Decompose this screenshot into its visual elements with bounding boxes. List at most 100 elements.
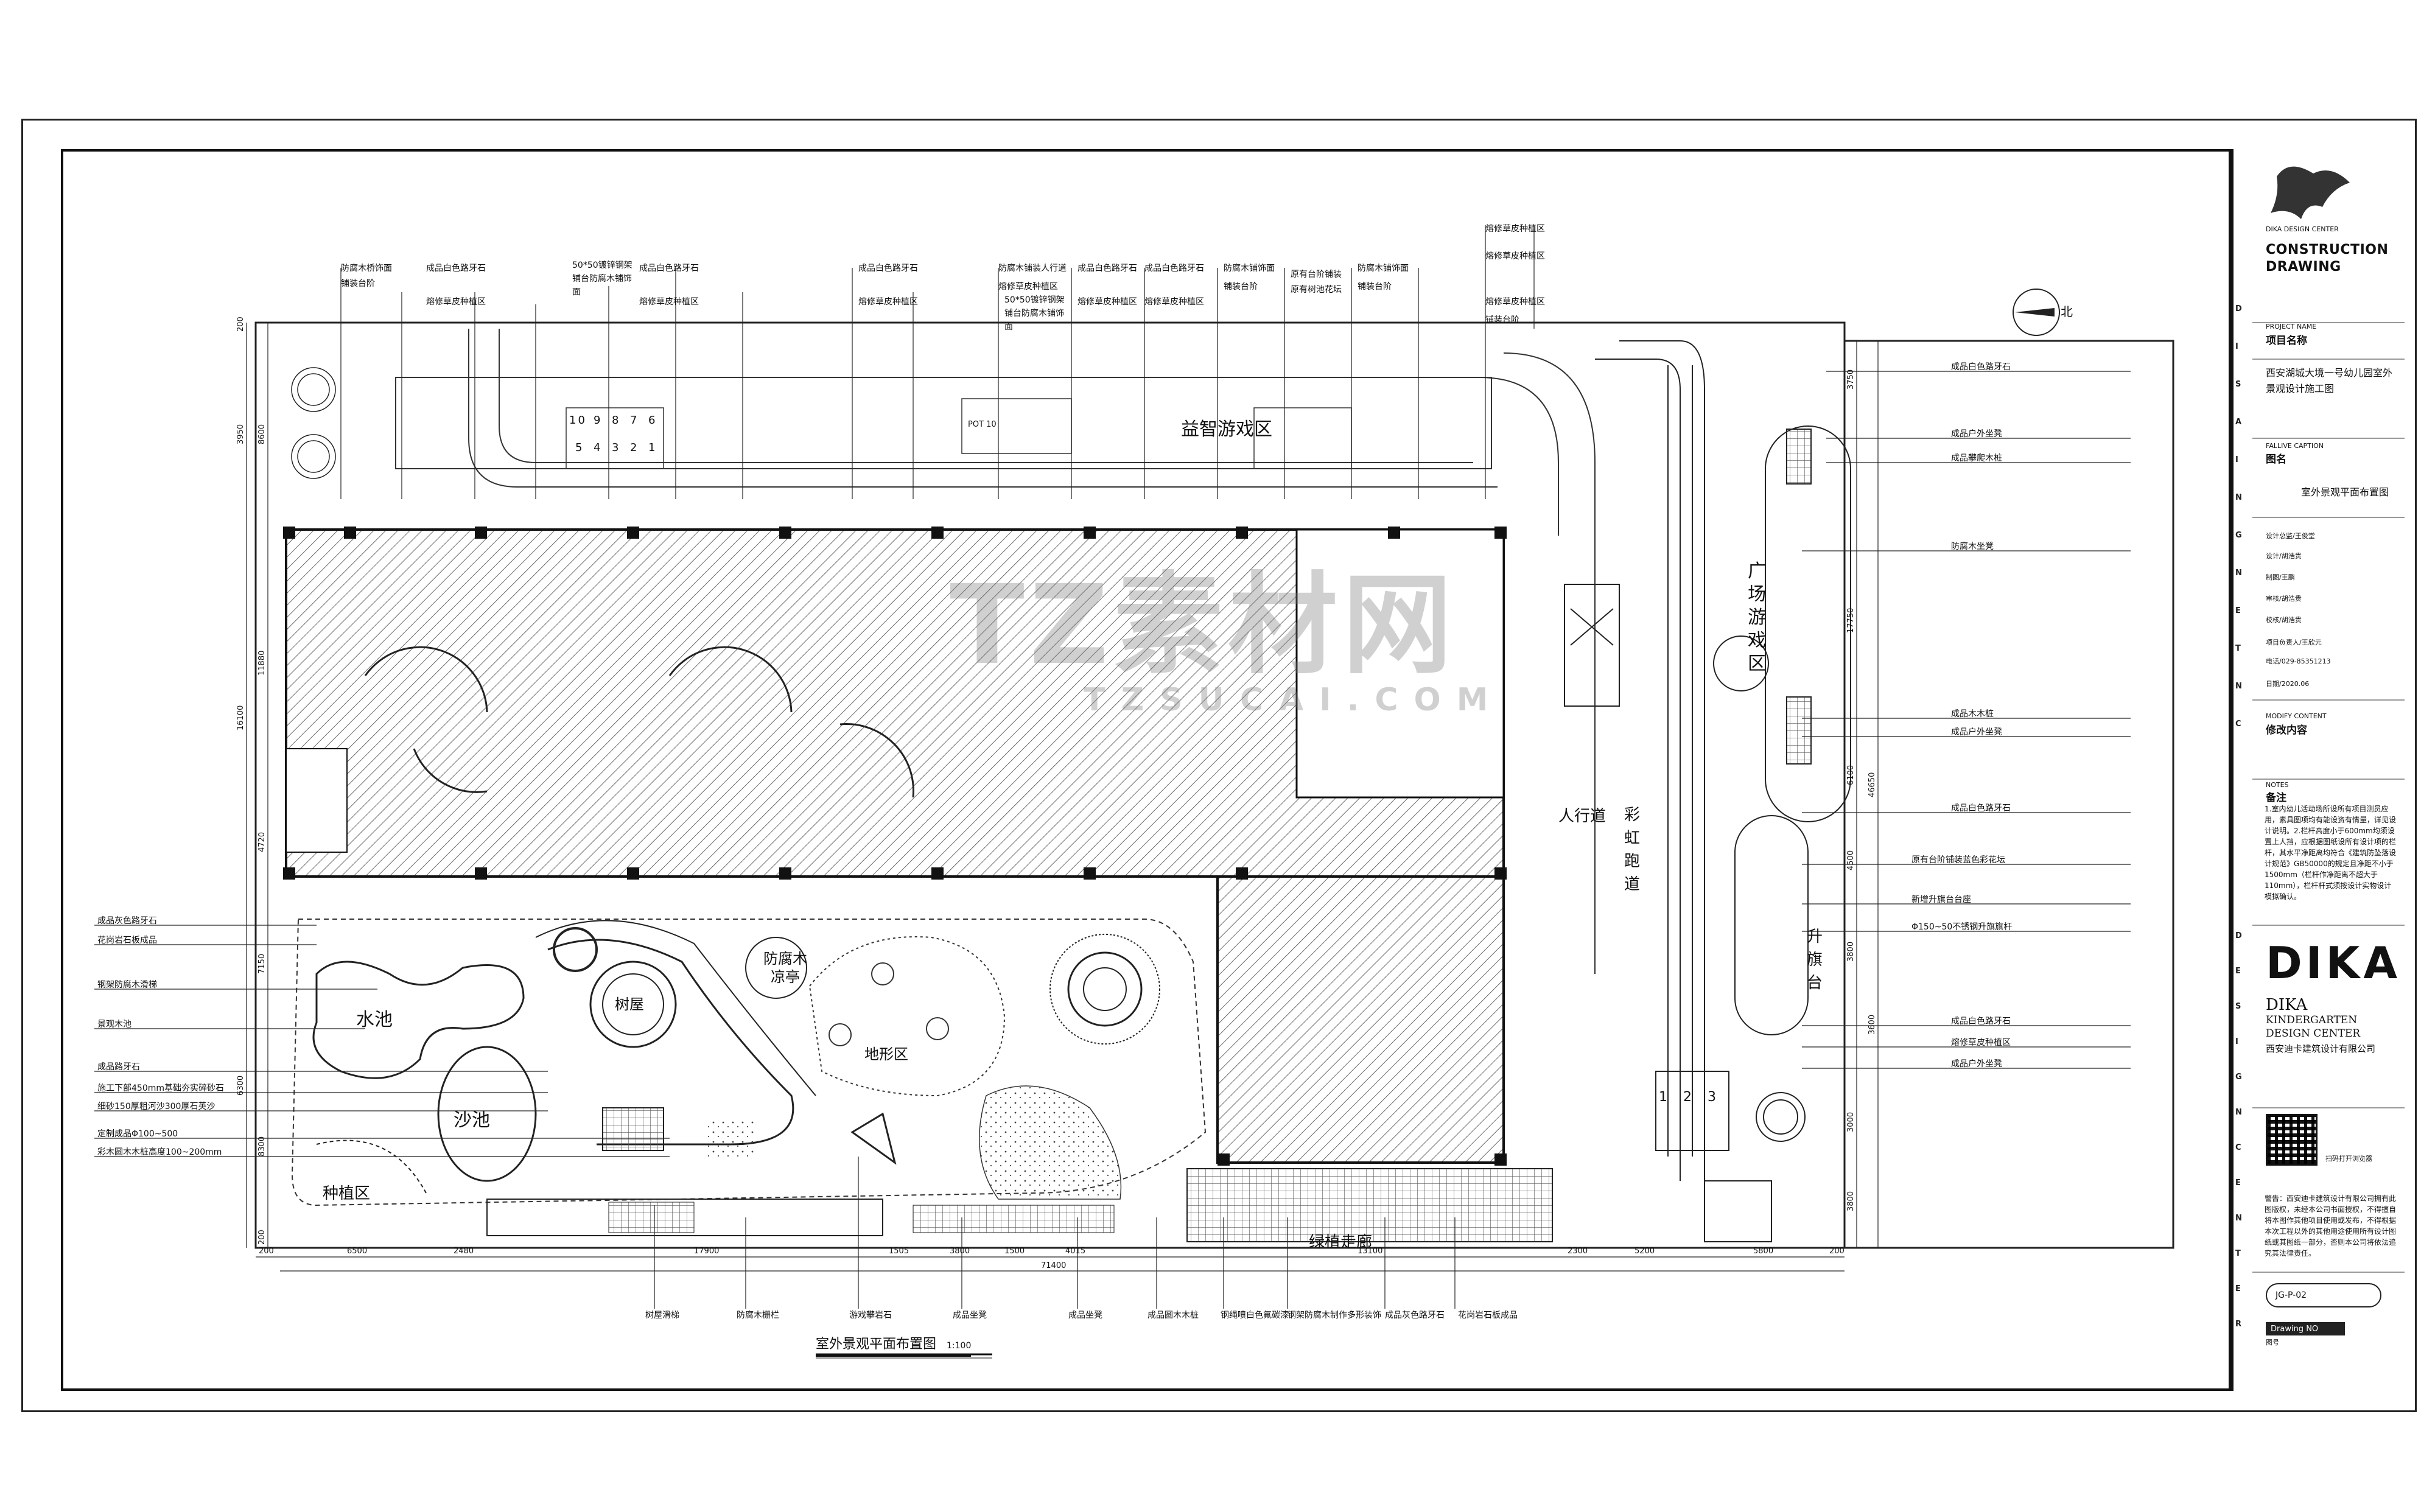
tb-staff-4: 审核/胡浩贵 (2266, 595, 2302, 603)
top-label-20: 原有树池花坛 (1291, 285, 1342, 295)
dim-left-1: 200 (236, 317, 245, 332)
qr-code (2266, 1114, 2318, 1166)
right-label-10: Φ150~50不锈钢升旗旗杆 (1911, 922, 2013, 932)
stair-num-4: 7 (630, 414, 637, 427)
sheet-outer-border (21, 119, 2417, 1412)
side-letter: N (2235, 1214, 2242, 1223)
dim-right-5: 3800 (1846, 941, 1855, 962)
left-label-1: 成品灰色路牙石 (97, 916, 157, 926)
side-letter: E (2235, 967, 2241, 976)
side-letter: N (2235, 493, 2242, 502)
tb-caption-en: FALLIVE CAPTION (2266, 442, 2324, 450)
side-letter: R (2235, 1320, 2242, 1329)
zone-flag-platform: 升旗台 (1806, 928, 1823, 992)
side-letter: T (2235, 1249, 2241, 1258)
dim-left-2: 3950 (236, 424, 245, 444)
top-label-25: 熔修草皮种植区 (1485, 297, 1545, 307)
zone-sand-pit: 沙池 (454, 1110, 490, 1131)
dim-bottom-7: 4015 (1065, 1247, 1086, 1256)
green-corridor (1186, 1168, 1553, 1242)
zone-rainbow-track: 彩虹跑道 (1624, 806, 1640, 894)
side-letter: C (2235, 719, 2241, 729)
bottom-label-8: 钢架防腐木制作多形装饰 (1288, 1311, 1381, 1320)
top-label-17: 防腐木铺饰面 (1224, 264, 1275, 273)
dim-right-6: 46650 (1868, 772, 1877, 797)
dim-left-7: 7150 (258, 953, 267, 974)
tb-staff-7: 电话/029-85351213 (2266, 657, 2331, 665)
top-label-7: 熔修草皮种植区 (639, 297, 699, 307)
top-label-15: 成品白色路牙石 (1144, 264, 1204, 273)
terrain-area (808, 936, 1006, 1097)
right-label-2: 成品户外坐凳 (1951, 429, 2002, 439)
dim-left-8: 6300 (236, 1075, 245, 1096)
right-label-9: 新增升旗台台座 (1911, 895, 1971, 905)
tb-kg2: KINDERGARTEN (2266, 1014, 2358, 1026)
top-label-24: 熔修草皮种植区 (1485, 251, 1545, 261)
tb-kg3: DESIGN CENTER (2266, 1027, 2361, 1040)
drawing-number-label: Drawing NO (2266, 1322, 2345, 1335)
zone-sidewalk: 人行道 (1558, 807, 1606, 825)
tb-company-small: DIKA DESIGN CENTER (2266, 225, 2339, 233)
bottom-label-1: 树屋滑梯 (645, 1311, 679, 1320)
tb-modify-en: MODIFY CONTENT (2266, 712, 2327, 720)
top-label-8: 成品白色路牙石 (858, 264, 918, 273)
tree-house (589, 961, 677, 1048)
sheet-inner-border (61, 149, 2231, 1391)
tb-modify-cn: 修改内容 (2266, 724, 2307, 737)
drawing-number-label-en: Drawing NO (2271, 1324, 2319, 1334)
dim-bottom-8: 13100 (1358, 1247, 1383, 1256)
dim-bottom-total: 71400 (1041, 1261, 1067, 1270)
pot-label: POT 10 (968, 420, 997, 429)
stair-num-6: 5 (575, 441, 583, 454)
right-label-11: 成品白色路牙石 (1951, 1017, 2011, 1026)
tb-project-title: 西安湖城大境一号幼儿园室外景观设计施工图 (2266, 367, 2393, 394)
bottom-label-4: 成品坐凳 (953, 1311, 987, 1320)
side-letter: G (2235, 1073, 2242, 1082)
top-label-18: 铺装台阶 (1224, 282, 1258, 292)
zone-puzzle: 益智游戏区 (1181, 419, 1272, 440)
dim-right-2: 17750 (1846, 607, 1855, 633)
side-letter: I (2235, 342, 2238, 351)
zone-green-corridor: 绿植走廊 (1309, 1233, 1373, 1251)
left-label-8: 定制成品Φ100~500 (97, 1129, 178, 1139)
sheet-title-text: 室外景观平面布置图 (816, 1337, 937, 1352)
zone-planting: 种植区 (323, 1185, 371, 1203)
side-letter: C (2235, 1143, 2241, 1152)
bottom-label-7: 钢绳喷白色氟碳漆 (1221, 1311, 1289, 1320)
zone-pavilion: 防腐木凉亭 (763, 950, 807, 985)
dim-left-3: 8600 (258, 424, 267, 444)
side-letter: T (2235, 644, 2241, 653)
tb-staff-6: 项目负责人/王欣元 (2266, 639, 2322, 646)
stair-num-3: 8 (612, 414, 619, 427)
side-letter: N (2235, 682, 2242, 691)
bottom-label-6: 成品圆木木桩 (1147, 1311, 1199, 1320)
drawing-number: JG-P-02 (2276, 1290, 2307, 1300)
dim-right-8: 3800 (1846, 1191, 1855, 1211)
title-block (2231, 149, 2414, 1391)
top-label-16: 熔修草皮种植区 (1144, 297, 1204, 307)
puzzle-zone-strip (395, 377, 1492, 469)
dim-right-3: 6100 (1846, 765, 1855, 785)
left-label-9: 彩木圆木木桩高度100~200mm (97, 1147, 222, 1157)
dim-right-1: 3750 (1846, 369, 1855, 390)
tb-notes-cn: 备注 (2266, 792, 2286, 804)
tb-caption-cn: 图名 (2266, 453, 2286, 466)
left-label-3: 钢架防腐木滑梯 (97, 980, 157, 990)
tb-notes-text: 1.室内幼儿活动场所设所有项目测员应用，素具图项均有能设资有情量，详见设计说明。… (2265, 805, 2397, 901)
top-label-1: 防腐木桥饰面 (341, 264, 392, 273)
bottom-label-5: 成品坐凳 (1068, 1311, 1102, 1320)
play-courtyard (291, 919, 1207, 1206)
top-label-26: 铺装台阶 (1485, 315, 1519, 325)
stair-num-5: 6 (648, 414, 656, 427)
tb-drawing-name: 室外景观平面布置图 (2301, 486, 2389, 498)
watermark-sub: TZSUCAI.COM (1084, 682, 1504, 718)
bottom-label-3: 游戏攀岩石 (849, 1311, 892, 1320)
top-label-4: 熔修草皮种植区 (426, 297, 486, 307)
stair-num-8: 3 (612, 441, 619, 454)
top-label-10: 防腐木铺装人行道 (998, 264, 1067, 273)
dim-bottom-3: 17900 (694, 1247, 720, 1256)
building-east-wing (1216, 875, 1505, 1164)
tb-qr-caption: 扫码打开浏览器 (2325, 1155, 2372, 1163)
top-label-23: 熔修草皮种植区 (1485, 224, 1545, 234)
